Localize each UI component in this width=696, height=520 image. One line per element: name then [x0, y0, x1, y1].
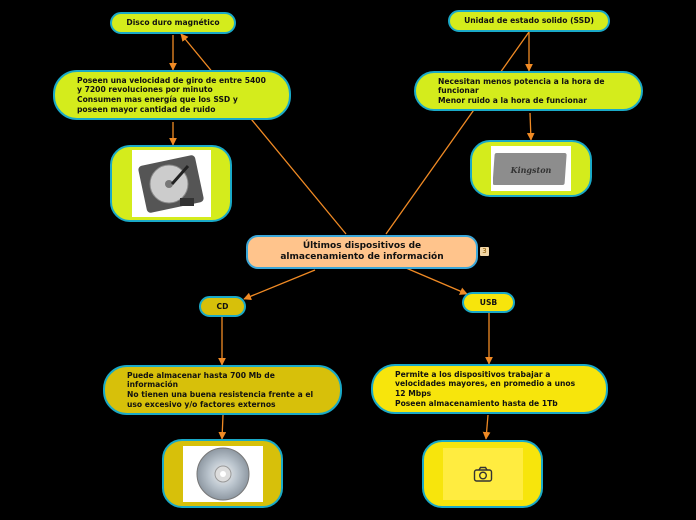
usb-image-placeholder [442, 448, 523, 500]
usb-description-node[interactable]: Permite a los dispositivos trabajar a ve… [371, 364, 608, 414]
cd-image-node[interactable] [162, 439, 283, 508]
link-center-cd [243, 269, 316, 300]
hdd-image-node[interactable] [110, 145, 232, 222]
hdd-title-node[interactable]: Disco duro magnético [110, 12, 236, 34]
central-topic[interactable]: Últimos dispositivos de almacenamiento d… [246, 235, 478, 269]
hdd-desc-line: y 7200 revoluciones por minuto [77, 85, 213, 95]
link-usb-desc-img [482, 414, 491, 440]
cd-title: CD [216, 301, 229, 311]
hdd-desc-line: Poseen una velocidad de giro de entre 54… [77, 75, 266, 85]
central-topic-line-2: almacenamiento de información [280, 252, 444, 262]
cd-desc-line: información [127, 380, 179, 390]
hdd-description-node[interactable]: Poseen una velocidad de giro de entre 54… [53, 70, 291, 120]
usb-desc-line: velocidades mayores, en promedio a unos [395, 379, 576, 389]
usb-image-node[interactable] [422, 440, 543, 508]
hdd-desc-line: poseen mayor cantidad de ruido [77, 104, 216, 114]
camera-icon [473, 466, 492, 482]
ssd-desc-line: Necesitan menos potencia a la hora de [438, 76, 605, 86]
cd-desc-line: uso excesivo y/o factores externos [127, 399, 276, 409]
link-cd-desc-img [218, 414, 227, 440]
ssd-description-node[interactable]: Necesitan menos potencia a la hora de fu… [414, 71, 643, 111]
usb-title-node[interactable]: USB [462, 292, 515, 313]
hard-disk-drive-photo [131, 150, 211, 217]
cd-desc-line: Puede almacenar hasta 700 Mb de [127, 370, 275, 380]
ssd-image-node[interactable]: Kingston [470, 140, 592, 197]
cd-desc-line: No tienen una buena resistencia frente a… [127, 390, 314, 399]
usb-desc-line: Poseen almacenamiento hasta de 1Tb [395, 398, 558, 408]
cd-description-node[interactable]: Puede almacenar hasta 700 Mb de informac… [103, 365, 342, 415]
kingston-ssd-photo: Kingston [491, 146, 571, 191]
cd-title-node[interactable]: CD [199, 296, 246, 317]
central-topic-line-1: Últimos dispositivos de [302, 241, 422, 251]
hdd-title: Disco duro magnético [126, 18, 220, 28]
compact-disc-photo [182, 445, 263, 502]
link-center-hdd [180, 33, 347, 235]
usb-title: USB [479, 297, 498, 307]
ssd-desc-line: Menor ruido a la hora de funcionar [438, 95, 587, 105]
usb-desc-line: 12 Mbps [395, 389, 432, 398]
ssd-title-node[interactable]: Unidad de estado solido (SSD) [448, 10, 610, 32]
ssd-desc-line: funcionar [438, 86, 479, 96]
topic-count-badge[interactable]: 3 [480, 247, 489, 256]
link-center-usb [405, 267, 468, 295]
usb-desc-line: Permite a los dispositivos trabajar a [395, 369, 551, 379]
link-ssd-desc-img [526, 112, 535, 141]
link-center-ssd [385, 31, 530, 235]
ssd-title: Unidad de estado solido (SSD) [464, 16, 594, 26]
hdd-desc-line: Consumen mas energía que los SSD y [77, 95, 238, 104]
ssd-brand-label: Kingston [510, 165, 552, 175]
